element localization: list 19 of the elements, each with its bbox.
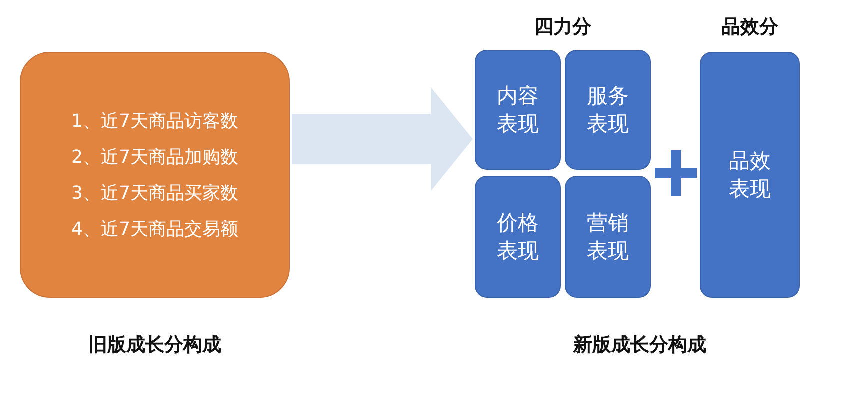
box-label: 内容表现 xyxy=(496,82,540,138)
score-box xyxy=(700,52,800,298)
node-label: 旧版成长分构成 xyxy=(88,333,222,358)
group-heading: 四力分 xyxy=(534,15,592,40)
score-box xyxy=(475,50,561,170)
box-label: 服务表现 xyxy=(586,82,630,138)
list-box xyxy=(20,52,290,298)
list-item: 2、近7天商品加购数 xyxy=(72,146,238,169)
list-item: 3、近7天商品买家数 xyxy=(72,182,238,205)
box-label: 营销表现 xyxy=(586,210,630,265)
list-item: 1、近7天商品访客数 xyxy=(72,110,238,133)
score-box xyxy=(475,176,561,298)
column-heading: 品效分 xyxy=(722,15,778,40)
score-box xyxy=(565,176,651,298)
score-box xyxy=(565,50,651,170)
box-label: 品效表现 xyxy=(728,148,772,203)
list-item: 4、近7天商品交易额 xyxy=(72,218,238,241)
caption: 新版成长分构成 xyxy=(574,333,706,358)
box-label: 价格表现 xyxy=(496,210,540,265)
